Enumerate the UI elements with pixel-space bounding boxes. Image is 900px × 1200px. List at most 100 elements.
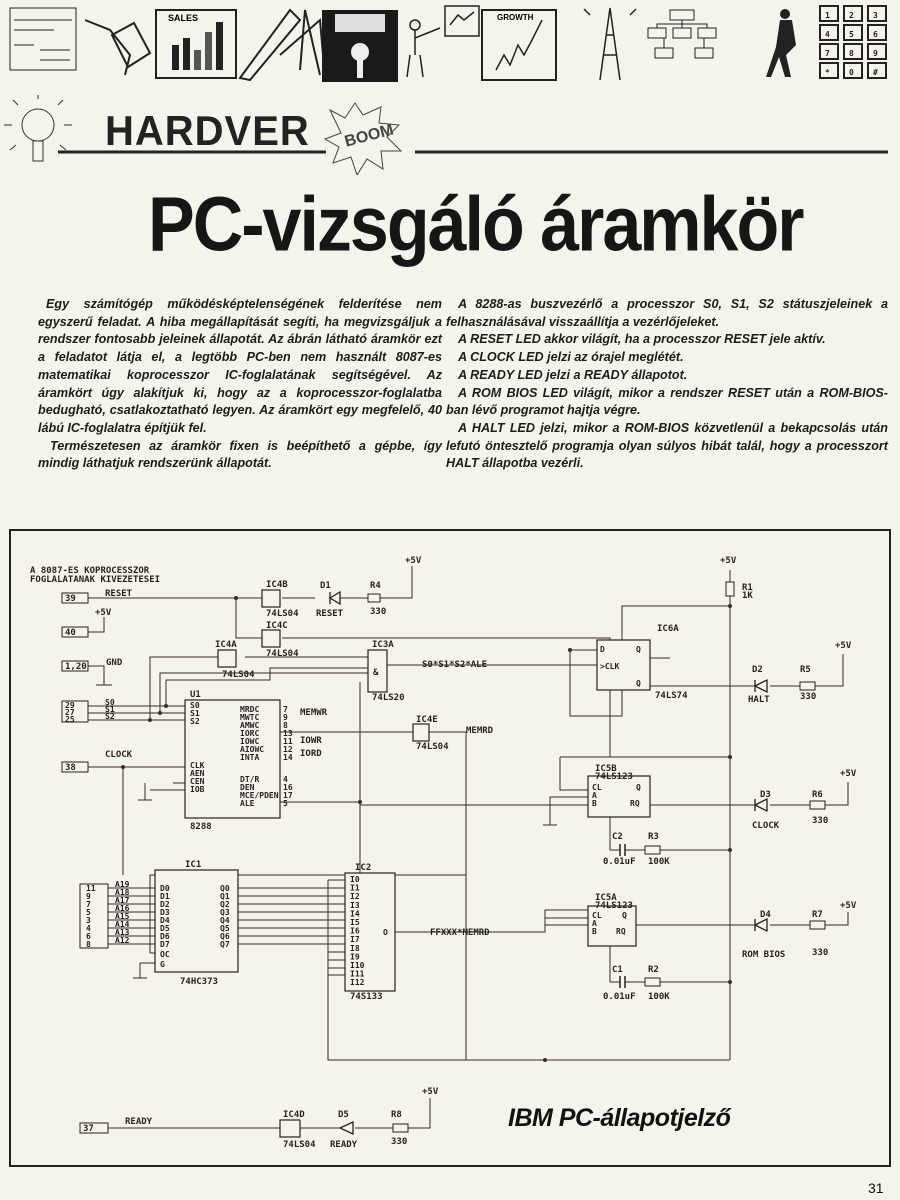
- pin-number: 9: [86, 892, 91, 901]
- pin-label: RQ: [616, 927, 626, 936]
- capacitor-name: C1: [612, 965, 623, 975]
- signal-label: MEMWR: [300, 708, 328, 718]
- pin-number: 8: [86, 940, 91, 949]
- signal-label: READY: [125, 1117, 153, 1127]
- keypad-key: [843, 5, 863, 22]
- led-name: D3: [760, 790, 771, 800]
- resistor-name: R4: [370, 581, 381, 591]
- pin-label: IORC: [240, 729, 259, 738]
- ic-part: 74LS04: [266, 609, 299, 619]
- pin-number: 1,20: [65, 662, 87, 672]
- ic2-box: [344, 872, 396, 992]
- keypad-key: [843, 24, 863, 41]
- keypad-key: [819, 5, 839, 22]
- capacitors: [619, 844, 626, 988]
- pin-label: I6: [350, 927, 360, 936]
- calculator-hand-icon: [84, 19, 152, 76]
- supply-label: +5V: [95, 608, 112, 618]
- org-chart-icon: [647, 9, 717, 59]
- keypad-key: [819, 24, 839, 41]
- ic-part: 74LS04: [283, 1140, 316, 1150]
- ic-name: IC6A: [657, 624, 679, 634]
- ic-name: IC2: [355, 863, 371, 873]
- schematic-labels: A 8087-ES KOPROCESSZOR FOGLALATANAK KIVE…: [30, 556, 857, 1150]
- pin-number: 6: [86, 932, 91, 941]
- led-label: HALT: [748, 695, 770, 705]
- pin-label: A: [592, 791, 597, 800]
- ic4e-box: [412, 723, 430, 742]
- ic4c-box: [261, 629, 281, 648]
- led-name: D2: [752, 665, 763, 675]
- capacitor-value: 0.01uF: [603, 992, 636, 1002]
- pin-number: 37: [83, 1124, 94, 1134]
- paragraph: A ROM BIOS LED világít, mikor a rendszer…: [446, 385, 888, 418]
- pin-label: CL: [592, 911, 602, 920]
- paragraph: A RESET LED akkor világít, ha a processz…: [458, 332, 826, 347]
- pin-label: D6: [160, 932, 170, 941]
- resistor-value: 100K: [648, 857, 670, 867]
- ic-name: IC5B: [595, 764, 617, 774]
- pin-label: MWTC: [240, 713, 259, 722]
- pin-label: CLK: [190, 761, 205, 770]
- led-diodes: [328, 590, 768, 1136]
- running-man-icon: [766, 9, 796, 77]
- paragraph: A READY LED jelzi a READY állapotot.: [458, 367, 688, 382]
- signal-label: RESET: [105, 589, 133, 599]
- ic-part: 74LS123: [595, 901, 633, 911]
- pin-label: I3: [350, 901, 360, 910]
- ic-part: 74S133: [350, 992, 383, 1002]
- pin-label: I11: [350, 970, 365, 979]
- ic-part: 74LS04: [222, 670, 255, 680]
- ic-name: IC4B: [266, 580, 288, 590]
- resistor-value: 330: [391, 1137, 407, 1147]
- pin-number: 7: [283, 705, 288, 714]
- signal-label: A13: [115, 928, 130, 937]
- resistor-value: 330: [800, 692, 816, 702]
- signal-label: FFXXX*MEMRD: [430, 928, 490, 938]
- pin-label: D4: [160, 916, 170, 925]
- newsletter-icon: [9, 7, 77, 71]
- led-label: RESET: [316, 609, 344, 619]
- section-header-graphics: BOOM: [4, 95, 888, 175]
- ic4b-box: [261, 589, 281, 608]
- ic-name: IC3A: [372, 640, 394, 650]
- keypad-key-label: 5: [849, 30, 854, 39]
- pin-label: D7: [160, 940, 170, 949]
- signal-label: S0: [105, 698, 115, 707]
- signal-label: A18: [115, 888, 130, 897]
- pin-label: I10: [350, 961, 365, 970]
- wires: [88, 566, 849, 1129]
- pin-label: I2: [350, 892, 360, 901]
- ic-part: 74HC373: [180, 977, 218, 987]
- paragraph: Egy számítógép működésképtelenségének fe…: [38, 297, 442, 435]
- signal-label: A17: [115, 896, 130, 905]
- keypad-key: [867, 24, 887, 41]
- pin-number: 40: [65, 628, 76, 638]
- keypad-key-label: 0: [849, 68, 854, 77]
- supply-label: +5V: [405, 556, 422, 566]
- pin-label: Q: [622, 911, 627, 920]
- sales-chart-icon: SALES: [155, 9, 237, 79]
- pin-number: 7: [86, 900, 91, 909]
- resistor-value: 1K: [742, 591, 753, 601]
- pin-label: RQ: [630, 799, 640, 808]
- pin-label: Q0: [220, 884, 230, 893]
- signal-label: S1: [105, 705, 115, 714]
- signal-label: S2: [105, 712, 115, 721]
- capacitor-value: 0.01uF: [603, 857, 636, 867]
- signal-label: MEMRD: [466, 726, 494, 736]
- resistor-name: R7: [812, 910, 823, 920]
- ic-part: 74LS04: [416, 742, 449, 752]
- resistor-name: R2: [648, 965, 659, 975]
- led-label: CLOCK: [752, 821, 780, 831]
- pin-label: S2: [190, 717, 200, 726]
- pin-label: Q1: [220, 892, 230, 901]
- sales-label: SALES: [168, 13, 198, 23]
- resistor-value: 330: [370, 607, 386, 617]
- pin-label: >CLK: [600, 662, 619, 671]
- pin-number: 5: [283, 799, 288, 808]
- pin-number: 11: [86, 884, 96, 893]
- pin-number: 9: [283, 713, 288, 722]
